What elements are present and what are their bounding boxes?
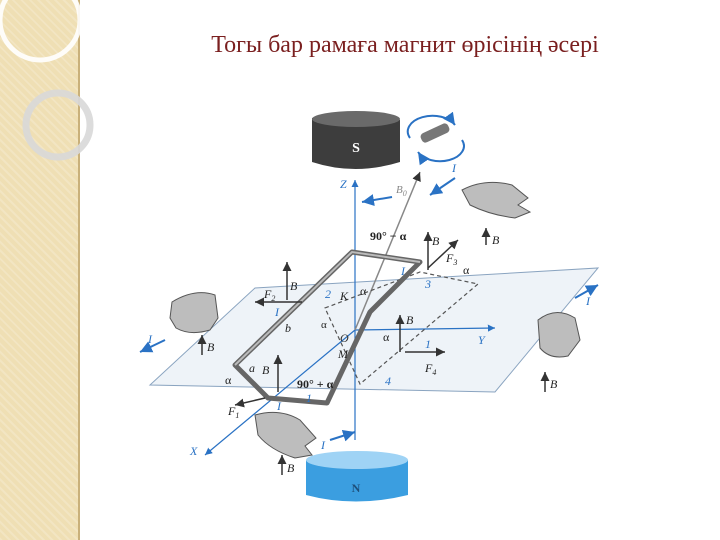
- b-label-2: B: [290, 279, 298, 293]
- axis-y: [354, 324, 496, 332]
- current-label-2: I: [400, 264, 406, 278]
- b-label-5: B: [492, 233, 500, 247]
- hand-right-icon: [537, 312, 581, 358]
- force-f4-label: F: [424, 361, 433, 375]
- alpha-label-2: α: [383, 330, 390, 344]
- alpha-label-5: α: [321, 319, 327, 331]
- axis-x-label: X: [189, 444, 198, 458]
- side-3-label: 3: [424, 277, 431, 291]
- svg-text:F1: F1: [227, 404, 239, 420]
- side-1-label: 1: [306, 391, 312, 405]
- point-b-label: b: [285, 321, 291, 335]
- side-band-edge: [78, 0, 80, 540]
- hand-bottom-icon: [254, 411, 317, 459]
- force-f3-sub: 3: [452, 258, 457, 267]
- current-label-3: I: [274, 305, 280, 319]
- svg-text:F3: F3: [445, 251, 457, 267]
- normal-vector: [354, 171, 421, 331]
- current-label-7: I: [320, 438, 326, 452]
- svg-text:F2: F2: [263, 287, 275, 303]
- axis-y-label: Y: [478, 333, 486, 347]
- rotation-indicator-icon: [406, 111, 465, 166]
- current-label-1: I: [451, 161, 457, 175]
- svg-text:F4: F4: [424, 361, 436, 377]
- normal-label-sub: 0: [403, 189, 407, 198]
- side-4-label: 4: [385, 374, 391, 388]
- point-k-label: K: [339, 289, 349, 303]
- force-f1-label: F: [227, 404, 236, 418]
- top-blue-arrow: [361, 194, 393, 206]
- alpha-label-3: α: [225, 373, 232, 387]
- angle-top-label: 90° − α: [370, 229, 407, 243]
- normal-label: B: [396, 184, 403, 196]
- b-label-1: B: [432, 234, 440, 248]
- point-a-label: a: [249, 361, 255, 375]
- side-1-label-b: 1: [425, 337, 431, 351]
- b-label-7: B: [550, 377, 558, 391]
- force-f4-sub: 4: [432, 368, 436, 377]
- magnet-n: N: [306, 451, 408, 502]
- decorative-rings: [0, 0, 94, 161]
- hand-top-right-icon: [461, 181, 532, 219]
- force-f3-label: F: [445, 251, 454, 265]
- current-label-4: I: [147, 332, 153, 346]
- force-f1-sub: 1: [235, 411, 239, 420]
- origin-label: O: [340, 331, 349, 345]
- magnet-n-label: N: [352, 481, 361, 495]
- decorative-side-band: [0, 0, 80, 540]
- b-label-6: B: [207, 340, 215, 354]
- b-label-8: B: [287, 461, 295, 475]
- side-2-label: 2: [325, 287, 331, 301]
- current-label-5: I: [585, 294, 591, 308]
- b-label-3: B: [406, 313, 414, 327]
- point-m-label: M: [337, 347, 349, 361]
- svg-text:B0: B0: [396, 184, 407, 198]
- magnet-s: S: [312, 111, 400, 169]
- slide-title: Тогы бар рамаға магнит өрісінің әсері: [211, 32, 599, 58]
- b-label-4: B: [262, 363, 270, 377]
- hand-left-icon: [169, 292, 219, 334]
- axis-x: [204, 329, 356, 456]
- force-f2-label: F: [263, 287, 272, 301]
- current-label-6: I: [276, 399, 282, 413]
- axis-z-label: Z: [340, 177, 347, 191]
- angle-bottom-label: 90° + α: [297, 377, 334, 391]
- alpha-label-1: α: [360, 284, 367, 298]
- magnet-s-label: S: [352, 141, 360, 156]
- force-f2-sub: 2: [271, 294, 275, 303]
- alpha-label-4: α: [463, 263, 470, 277]
